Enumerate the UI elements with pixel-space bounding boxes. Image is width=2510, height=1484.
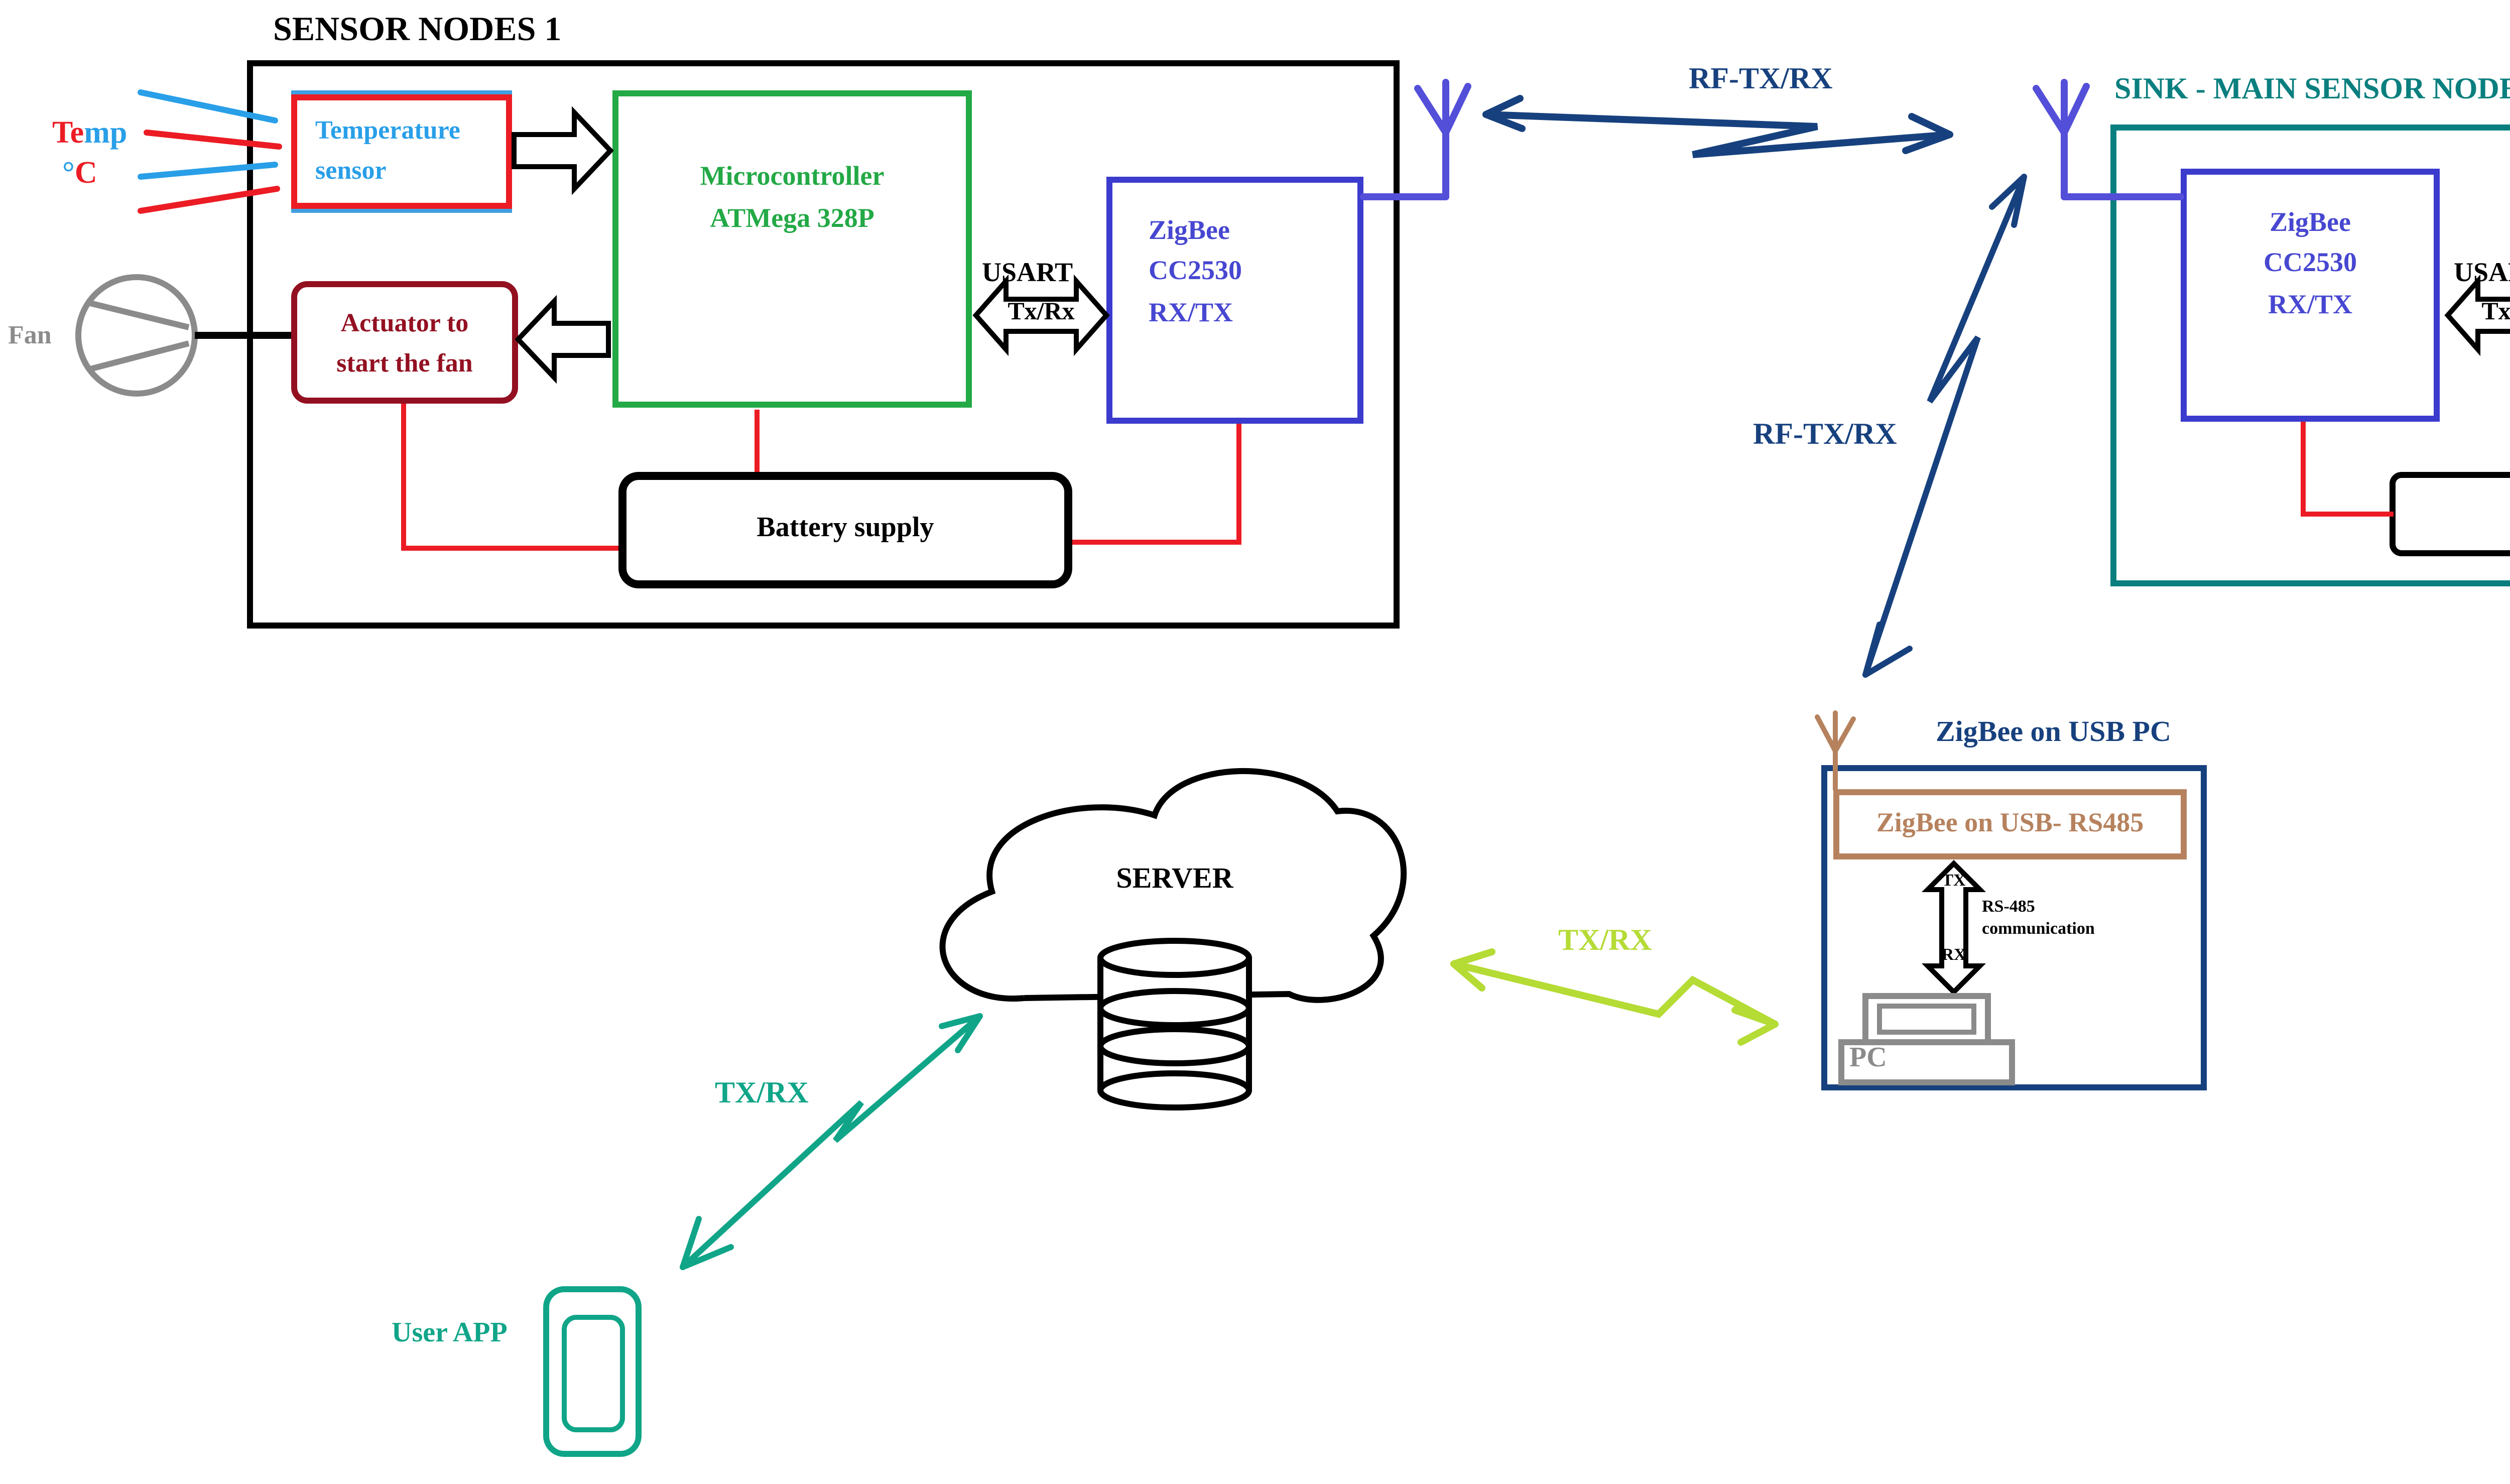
- battery-supply-box: Battery supply: [618, 472, 1072, 588]
- rs485-label-line2: communication: [1982, 918, 2095, 938]
- zigbee-2-label-line2: CC2530: [2264, 248, 2357, 278]
- phone-icon: [543, 1286, 642, 1457]
- temperature-sensor-label-line2: sensor: [315, 154, 387, 184]
- zigbee-1-box: ZigBee CC2530 RX/TX: [1106, 177, 1363, 424]
- zigbee-1-label-line3: RX/TX: [1149, 296, 1233, 326]
- temperature-sensor-label-line1: Temperature: [315, 114, 460, 145]
- microcontroller-1-label-line2: ATMega 328P: [710, 202, 874, 233]
- fan-label: Fan: [8, 319, 52, 349]
- user-app-label: User APP: [392, 1319, 508, 1349]
- temp-reading-part1: Te: [52, 116, 84, 151]
- txrx-server-pc-link: [1450, 948, 1779, 1046]
- rf-link-top-label: RF-TX/RX: [1689, 64, 1833, 96]
- actuator-label-line1: Actuator to: [340, 307, 469, 337]
- sensor-node-1-title: SENSOR NODES 1: [273, 10, 562, 48]
- rx-label: RX: [1941, 944, 1966, 964]
- acdc-supply-label: AC/DC supply: [2396, 478, 2510, 550]
- actuator-label-line2: start the fan: [336, 346, 473, 377]
- usart-1-txrx-label: Tx/Rx: [1008, 297, 1075, 325]
- microcontroller-1-label-line1: Microcontroller: [700, 161, 885, 191]
- rs485-label-line1: RS-485: [1982, 896, 2035, 916]
- rf-link-diagonal-label: RF-TX/RX: [1753, 420, 1897, 452]
- txrx-server-app-label: TX/RX: [715, 1078, 809, 1110]
- usart-2-txrx-label: Tx/Rx: [2481, 297, 2510, 325]
- fan-icon: [75, 274, 198, 397]
- txrx-server-pc-label: TX/RX: [1558, 926, 1652, 958]
- zigbee-rs485-label: ZigBee on USB- RS485: [1876, 807, 2144, 837]
- temp-reading-label: Temp °C: [52, 114, 127, 195]
- zigbee-2-label-line3: RX/TX: [2268, 288, 2352, 318]
- usb-pc-title: ZigBee on USB PC: [1936, 717, 2171, 749]
- sink-node-box: [2110, 125, 2510, 586]
- temperature-sensor-box: Temperature sensor: [291, 90, 512, 213]
- temp-box-accent-top: [291, 90, 512, 94]
- sink-node-title: SINK - MAIN SENSOR NODE: [2114, 74, 2510, 106]
- tx-label: TX: [1942, 870, 1966, 890]
- battery-supply-label: Battery supply: [757, 514, 934, 544]
- temp-box-accent-bottom: [291, 209, 512, 213]
- zigbee-1-label-line2: CC2530: [1149, 256, 1242, 286]
- server-label: SERVER: [1116, 863, 1233, 896]
- zigbee-rs485-box: ZigBee on USB- RS485: [1833, 789, 2187, 859]
- temp-degree-unit: C: [74, 157, 97, 191]
- pc-label: PC: [1849, 1044, 1887, 1074]
- txrx-server-app-link: [680, 1013, 983, 1270]
- usb-pc-box: [1821, 765, 2207, 1090]
- acdc-supply-box: AC/DC supply: [2390, 472, 2510, 556]
- zigbee-2-label-line1: ZigBee: [2270, 207, 2351, 237]
- microcontroller-1-box: Microcontroller ATMega 328P: [612, 90, 972, 408]
- usart-2-label: USART: [2454, 257, 2510, 287]
- actuator-box: Actuator to start the fan: [291, 281, 518, 404]
- usart-1-label: USART: [982, 257, 1073, 287]
- rf-link-top: [1482, 95, 1953, 158]
- database-cylinder-icon: [1097, 938, 1252, 1110]
- zigbee-1-label-line1: ZigBee: [1149, 215, 1230, 245]
- zigbee-2-box: ZigBee CC2530 RX/TX: [2181, 169, 2440, 422]
- rs485-communication-label: RS-485 communication: [1982, 896, 2095, 940]
- temp-degree-symbol: °: [62, 157, 75, 191]
- temp-reading-part2: mp: [84, 116, 128, 151]
